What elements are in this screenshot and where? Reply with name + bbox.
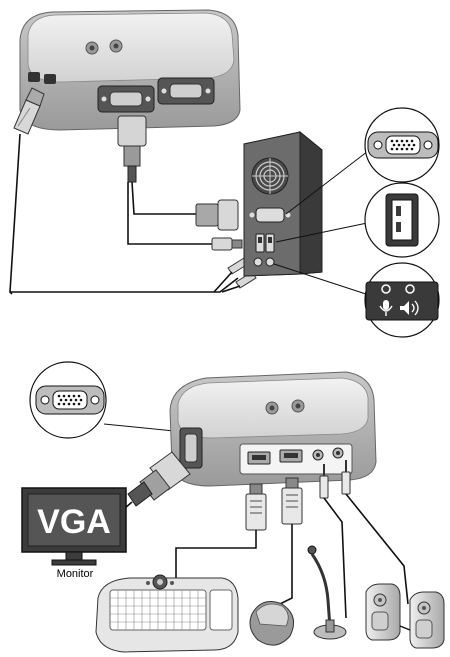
- switch-buttons-bottom: [265, 399, 305, 415]
- kvm-side-ports: [28, 72, 56, 84]
- vga-plug-top: [117, 115, 147, 183]
- tower-usb-ports: [255, 233, 275, 253]
- usb-plug-to-pc: [211, 237, 243, 251]
- vga-port-icon-bottom: [29, 361, 107, 439]
- cable-usb-to-pc-audio-2: [9, 291, 13, 295]
- speaker-right: [409, 591, 445, 649]
- usb-plug-left: [13, 87, 45, 135]
- tower-audio-jacks: [253, 257, 275, 267]
- audio-jacks-icon: [364, 262, 440, 338]
- vga-port-icon: [364, 107, 440, 183]
- vga-plug-monitor: [127, 451, 191, 507]
- cable-speaker-link: [399, 625, 411, 631]
- usb-plug-mouse: [281, 477, 303, 525]
- mouse: [249, 601, 295, 646]
- cable-vga-top-2: [127, 182, 214, 245]
- kvm-side-vga-port: [179, 427, 203, 469]
- monitor-label: Monitor: [56, 568, 94, 580]
- kvm-front-panel: [239, 443, 353, 475]
- cable-keyboard: [175, 530, 257, 578]
- cable-speaker: [345, 493, 409, 605]
- computer-tower: [243, 130, 323, 277]
- microphone: [307, 545, 347, 640]
- speaker-symbol-icon: [400, 300, 419, 316]
- cable-mouse: [279, 524, 293, 605]
- kvm-vga-port-2: [157, 77, 215, 105]
- kvm-vga-port-1: [97, 85, 155, 113]
- usb-port-icon: [364, 182, 440, 258]
- tower-vga-port: [249, 207, 291, 223]
- cable-usb-to-pc-audio: [9, 133, 239, 293]
- callout-line-vga: [285, 147, 373, 215]
- callout-line-audio: [273, 263, 373, 297]
- kvm-switch-bottom: [169, 371, 377, 487]
- callout-line-usb: [275, 221, 373, 243]
- tower-fan: [251, 157, 289, 195]
- speaker-left: [365, 583, 401, 641]
- monitor: VGA: [21, 487, 127, 566]
- cable-mic: [323, 497, 347, 619]
- usb-plug-keyboard: [245, 483, 267, 531]
- vga-plug-to-pc: [195, 199, 239, 231]
- keyboard-dial-icon: [146, 574, 174, 590]
- kvm-switch-top: [19, 9, 241, 131]
- keyboard: [95, 574, 239, 653]
- cable-vga-top-1: [131, 181, 196, 215]
- monitor-screen-text: VGA: [37, 503, 111, 541]
- microphone-symbol-icon: [379, 300, 393, 316]
- switch-buttons: [85, 39, 123, 55]
